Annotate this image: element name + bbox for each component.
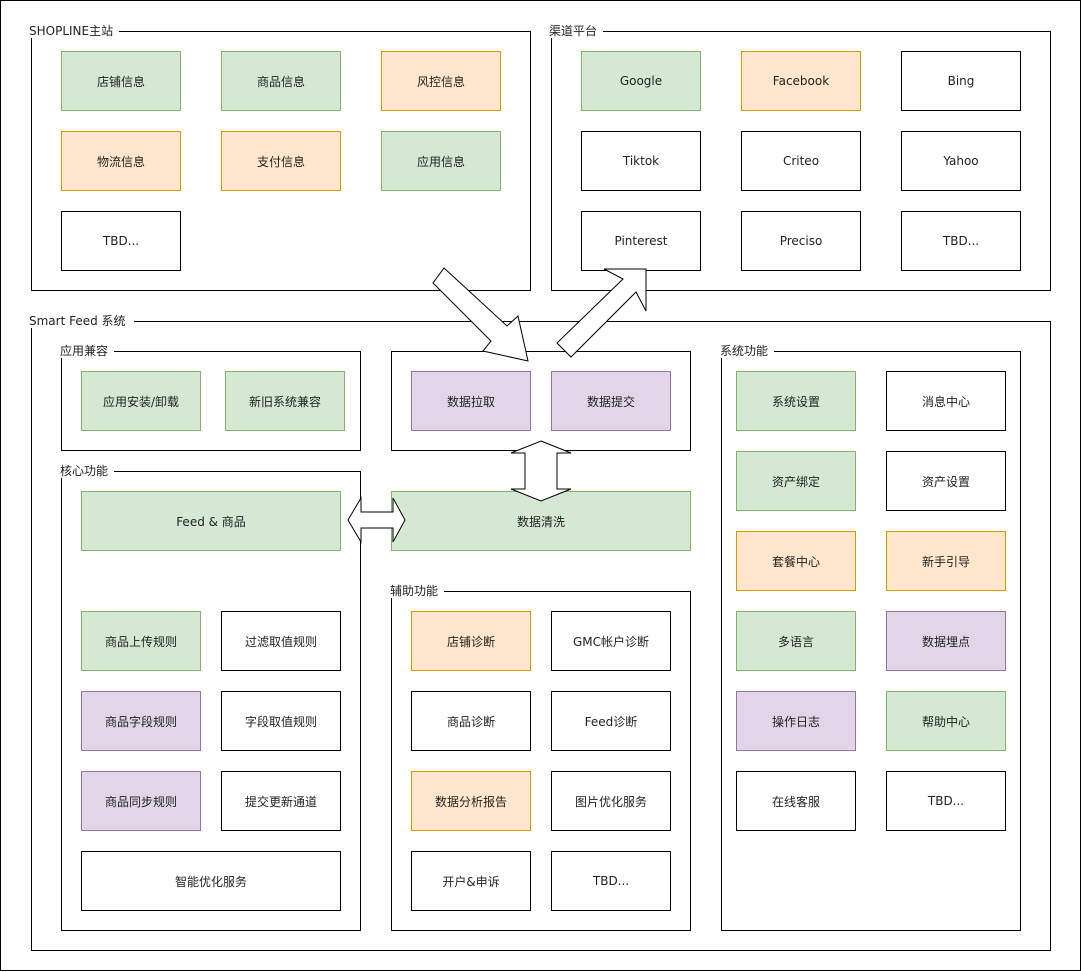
logistics-info-node: 物流信息 — [61, 131, 181, 191]
filter-rule-node: 过滤取值规则 — [221, 611, 341, 671]
smart-opt-node: 智能优化服务 — [81, 851, 341, 911]
app-install-node: 应用安装/卸载 — [81, 371, 201, 431]
report-node: 数据分析报告 — [411, 771, 531, 831]
data-pull-node: 数据拉取 — [411, 371, 531, 431]
google-node: Google — [581, 51, 701, 111]
compat-group — [61, 351, 361, 451]
core-group-label: 核心功能 — [60, 464, 115, 478]
compat-group-line — [61, 351, 361, 352]
onboarding-node: 新手引导 — [886, 531, 1006, 591]
aux-group-label: 辅助功能 — [390, 584, 445, 598]
field-rule-node: 商品字段规则 — [81, 691, 201, 751]
shopline-group-label: SHOPLINE主站 — [29, 24, 120, 38]
channel-group-label: 渠道平台 — [549, 24, 604, 38]
gmc-diag-node: GMC帐户诊断 — [551, 611, 671, 671]
data-submit-node: 数据提交 — [551, 371, 671, 431]
risk-info-node: 风控信息 — [381, 51, 501, 111]
image-opt-node: 图片优化服务 — [551, 771, 671, 831]
channel-tbd-node: TBD... — [901, 211, 1021, 271]
shopline-group — [31, 31, 531, 291]
messages-node: 消息中心 — [886, 371, 1006, 431]
pinterest-node: Pinterest — [581, 211, 701, 271]
sync-rule-node: 商品同步规则 — [81, 771, 201, 831]
yahoo-node: Yahoo — [901, 131, 1021, 191]
aux-group-line — [391, 591, 691, 592]
compat-group-label: 应用兼容 — [60, 344, 115, 358]
core-group — [61, 471, 361, 931]
payment-info-node: 支付信息 — [221, 131, 341, 191]
field-value-rule-node: 字段取值规则 — [221, 691, 341, 751]
feed-diag-node: Feed诊断 — [551, 691, 671, 751]
channel-group-line — [551, 31, 1051, 32]
smartfeed-group-line — [31, 321, 1051, 322]
help-node: 帮助中心 — [886, 691, 1006, 751]
feed-clean-horizontal-arrow — [347, 496, 406, 544]
store-info-node: 店铺信息 — [61, 51, 181, 111]
packages-node: 套餐中心 — [736, 531, 856, 591]
aux-group — [391, 591, 691, 931]
app-info-node: 应用信息 — [381, 131, 501, 191]
product-info-node: 商品信息 — [221, 51, 341, 111]
legacy-compat-node: 新旧系统兼容 — [225, 371, 345, 431]
pull-arrow — [432, 267, 529, 362]
sys-tbd-node: TBD... — [886, 771, 1006, 831]
channel-group — [551, 31, 1051, 291]
shopline-tbd-node: TBD... — [61, 211, 181, 271]
tracking-node: 数据埋点 — [886, 611, 1006, 671]
store-diag-node: 店铺诊断 — [411, 611, 531, 671]
asset-bind-node: 资产绑定 — [736, 451, 856, 511]
smartfeed-group-label: Smart Feed 系统 — [29, 314, 134, 328]
upload-rule-node: 商品上传规则 — [81, 611, 201, 671]
preciso-node: Preciso — [741, 211, 861, 271]
product-diag-node: 商品诊断 — [411, 691, 531, 751]
clean-vertical-arrow — [510, 440, 572, 502]
submit-arrow — [556, 268, 647, 358]
appeal-node: 开户&申诉 — [411, 851, 531, 911]
bing-node: Bing — [901, 51, 1021, 111]
core-group-line — [61, 471, 361, 472]
i18n-node: 多语言 — [736, 611, 856, 671]
aux-tbd-node: TBD... — [551, 851, 671, 911]
settings-node: 系统设置 — [736, 371, 856, 431]
support-node: 在线客服 — [736, 771, 856, 831]
oplog-node: 操作日志 — [736, 691, 856, 751]
shopline-group-line — [31, 31, 531, 32]
sys-group-line — [721, 351, 1021, 352]
data-io-group-line — [391, 351, 691, 352]
sys-group — [721, 351, 1021, 931]
smartfeed-group — [31, 321, 1051, 951]
facebook-node: Facebook — [741, 51, 861, 111]
sys-group-label: 系统功能 — [720, 344, 775, 358]
asset-settings-node: 资产设置 — [886, 451, 1006, 511]
update-channel-node: 提交更新通道 — [221, 771, 341, 831]
criteo-node: Criteo — [741, 131, 861, 191]
tiktok-node: Tiktok — [581, 131, 701, 191]
feed-product-node: Feed & 商品 — [81, 491, 341, 551]
